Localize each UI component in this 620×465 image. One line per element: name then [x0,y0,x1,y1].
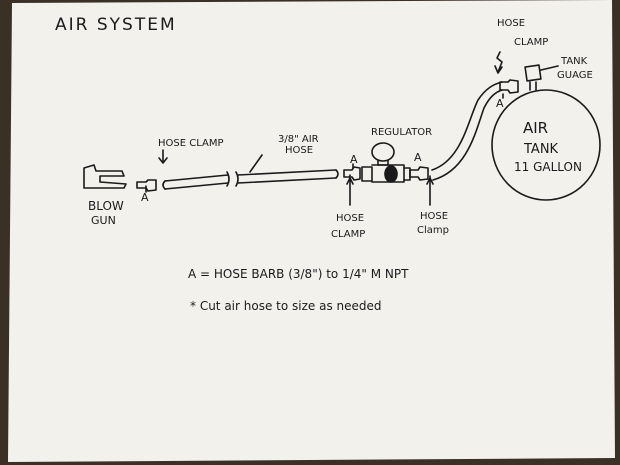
barb-marker-right: A [414,151,422,164]
hose-clamp-right-label: HOSE [420,211,448,222]
hose-barb-top-icon [499,79,519,94]
hose-clamp-right-label-line2: Clamp [417,225,449,236]
cut-hose-note: * Cut air hose to size as needed [190,299,382,313]
blow-gun-icon [83,164,127,189]
hose-barb-right-icon [409,166,429,181]
diagram-title: AIR SYSTEM [55,15,177,35]
barb-marker-mid: A [350,153,358,166]
regulator-label: REGULATOR [371,127,432,138]
blow-gun-label: BLOW [88,199,124,213]
air-hose-icon [164,169,337,190]
paper-sheet [8,0,615,462]
tank-hose-icon [431,81,503,181]
hose-clamp-mid-arrow-icon [346,174,354,206]
tank-gauge-label-line2: GUAGE [557,70,593,81]
barb-marker-left: A [141,191,149,204]
tank-gauge-label: TANK [560,56,588,67]
hose-break-icon [226,171,239,187]
air-tank-label-line2: TANK [523,142,559,157]
tank-gauge-icon [524,64,559,91]
hose-barb-mid-icon [343,166,361,181]
air-tank-label-line3: 11 GALLON [514,160,582,174]
blow-gun-label-line2: GUN [91,214,116,227]
air-tank-icon [491,89,601,201]
legend-note: A = HOSE BARB (3/8") to 1/4" M NPT [188,267,409,281]
hose-clamp-top-label: HOSE [497,18,525,29]
hose-barb-left-icon [136,179,157,192]
hose-clamp-mid-label: HOSE [336,213,364,224]
hose-clamp-mid-label-line2: CLAMP [331,229,365,240]
hose-clamp-left-label: HOSE CLAMP [158,138,224,149]
hose-clamp-top-arrow-icon [494,51,503,74]
hose-clamp-right-arrow-icon [426,175,434,206]
air-hose-label-line2: HOSE [285,145,313,156]
barb-marker-top: A [496,97,504,110]
air-hose-label: 3/8" AIR [278,134,319,145]
hose-clamp-top-label-line2: CLAMP [514,37,548,48]
air-tank-label: AIR [523,119,548,137]
